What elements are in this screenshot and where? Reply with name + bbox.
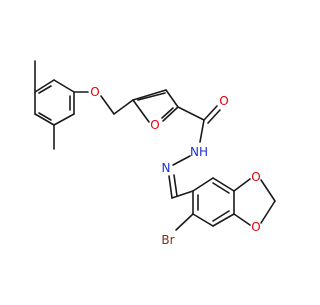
molecule-diagram: O O O NH N [34, 60, 276, 247]
hydrazone-nitrogen-label: N [162, 161, 171, 175]
ch-aryl-bond [171, 190, 194, 199]
furan-oxygen-label: O [150, 118, 159, 132]
furan-ring [132, 89, 179, 123]
amide-nh-label: NH [190, 145, 208, 159]
dioxole-ring [233, 178, 276, 226]
nh-n-bond [172, 155, 191, 166]
imine-double-bond-a [168, 175, 173, 199]
carbonyl-double-bond-b [207, 109, 221, 124]
imine-double-bond-b [173, 174, 178, 197]
structure-canvas: O O O NH N [34, 60, 276, 247]
dimethylphenyl-ring [34, 79, 75, 126]
bromine-label: Br [161, 233, 174, 247]
carbon-bromine-bond [175, 213, 194, 231]
carbonyl-nh-bond [199, 119, 205, 143]
carbonyl-oxygen-label: O [219, 94, 228, 108]
benzodioxole-benzene-ring [192, 177, 235, 227]
dioxole-bottom-oxygen-label: O [251, 220, 260, 234]
ether-ch2-bond [100, 95, 115, 115]
ch2-furan-bond [113, 99, 134, 115]
ether-oxygen-label: O [90, 85, 99, 99]
dioxole-top-oxygen-label: O [251, 170, 260, 184]
carbonyl-double-bond-a [203, 105, 218, 121]
furan-carbonyl-bond [177, 106, 205, 121]
